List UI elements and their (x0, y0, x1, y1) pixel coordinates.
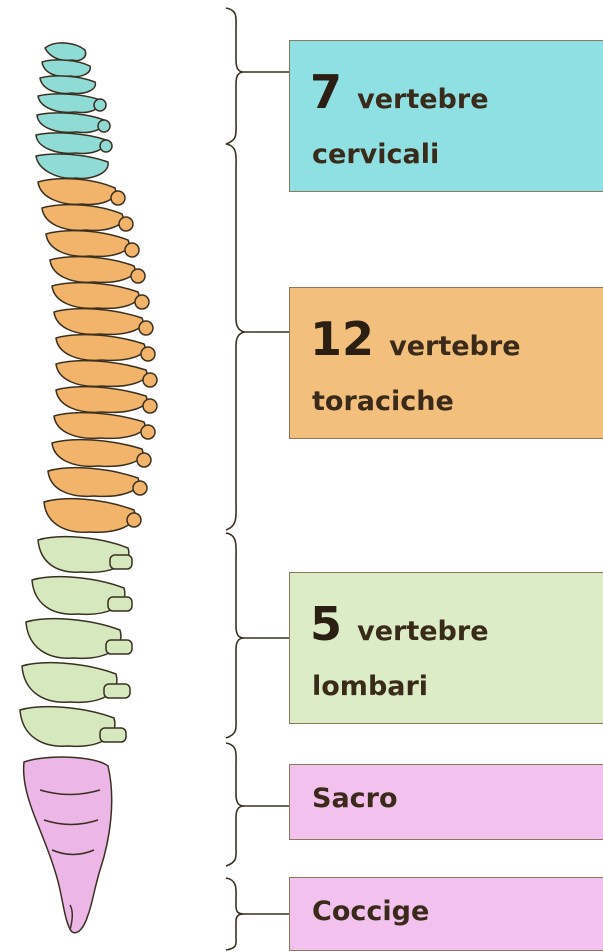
thoracic-name: toraciche (312, 386, 454, 417)
thoracic-count: 12 (310, 312, 374, 366)
lumbar-vertebrae (20, 537, 132, 747)
cervical-count: 7 (310, 65, 342, 119)
lumbar-name: lombari (312, 671, 428, 702)
sacrum-coccyx (24, 757, 112, 933)
cervical-word: vertebre (357, 84, 488, 115)
thoracic-word: vertebre (389, 331, 520, 362)
spine-illustration (20, 43, 157, 933)
brace-lumbar (226, 533, 244, 738)
brace-cervical (226, 8, 244, 144)
label-cervical: 7 vertebre cervicali (289, 40, 603, 192)
region-braces (226, 8, 244, 950)
sacrum-name: Sacro (312, 783, 398, 814)
brace-thoracic (226, 144, 244, 530)
lumbar-word: vertebre (357, 616, 488, 647)
label-sacrum: Sacro (289, 764, 603, 840)
connector-lines (244, 72, 289, 914)
brace-coccyx (226, 878, 244, 950)
coccyx-name: Coccige (312, 896, 429, 927)
cervical-name: cervicali (312, 139, 439, 170)
label-coccyx: Coccige (289, 877, 603, 951)
label-thoracic: 12 vertebre toraciche (289, 287, 603, 439)
brace-sacrum (226, 743, 244, 866)
thoracic-vertebrae (38, 179, 157, 533)
lumbar-count: 5 (310, 597, 342, 651)
label-lumbar: 5 vertebre lombari (289, 572, 603, 724)
cervical-vertebrae (36, 43, 112, 178)
